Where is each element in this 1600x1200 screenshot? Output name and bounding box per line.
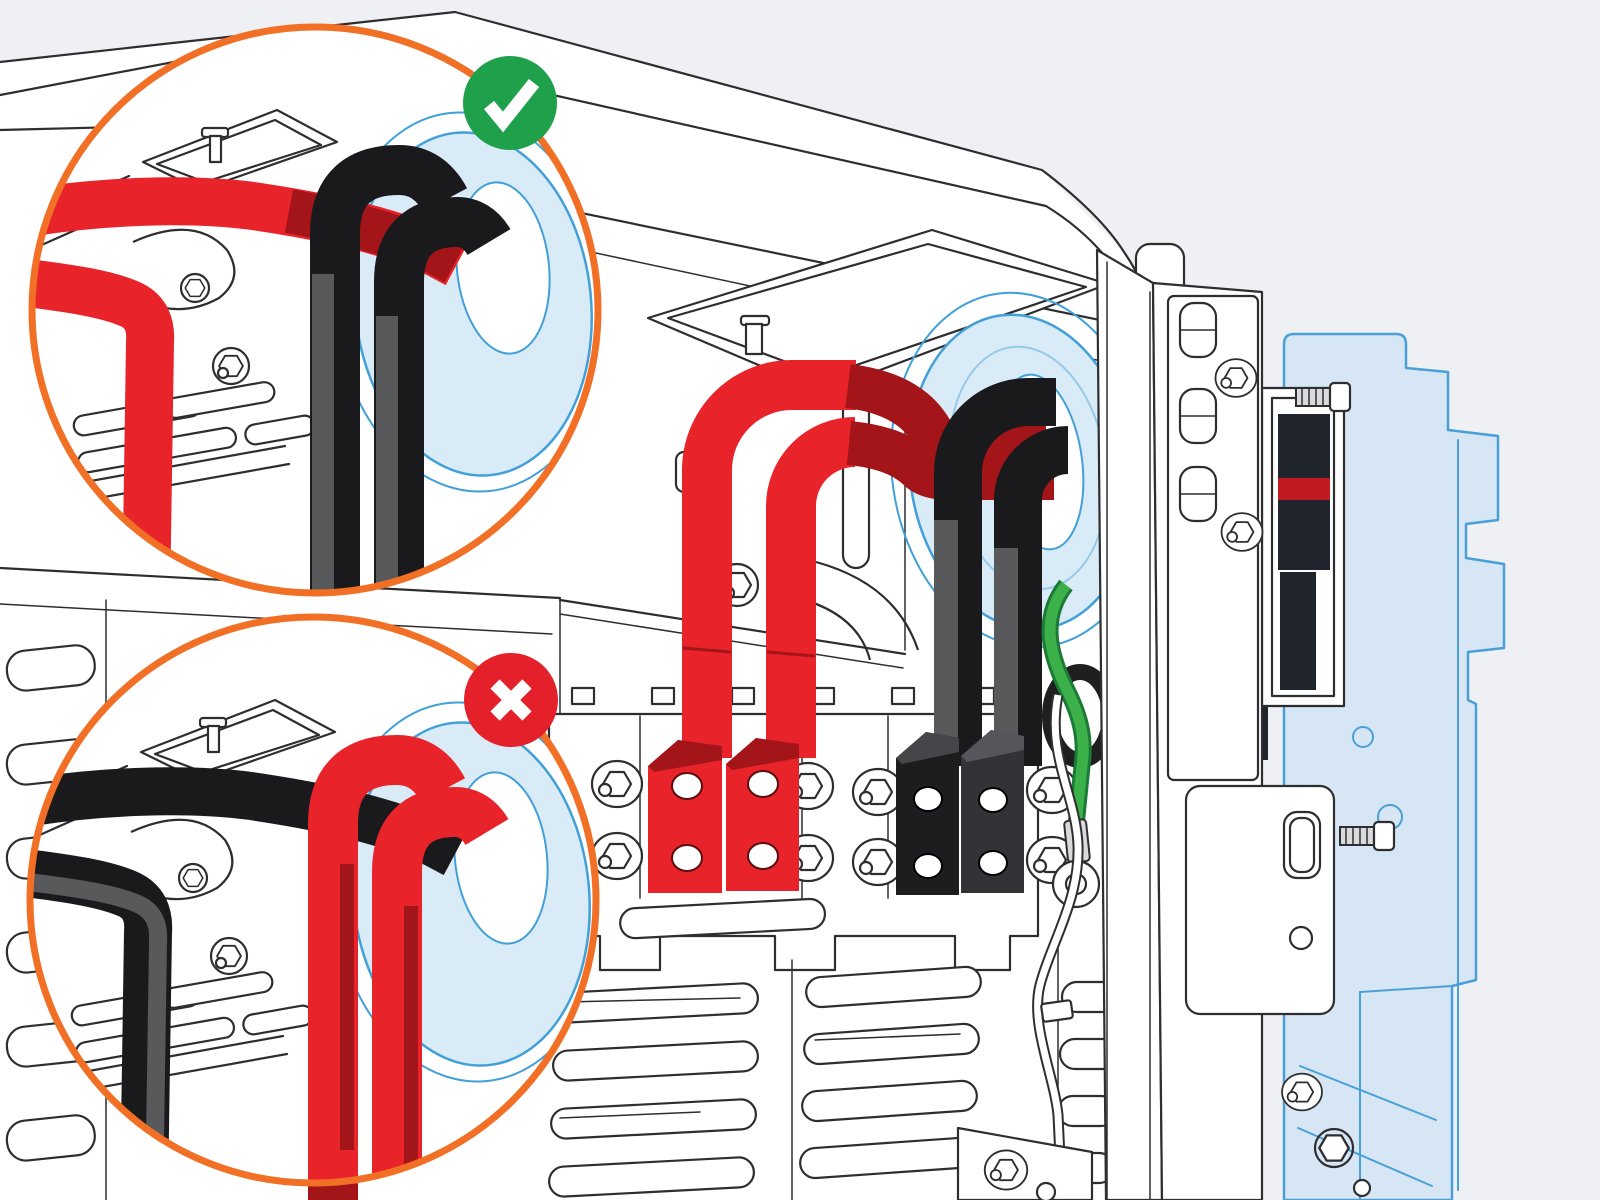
vented-panel — [547, 897, 1141, 1200]
correct-callout: ✓ — [28, 23, 602, 597]
mounting-stud-lower — [1339, 820, 1396, 852]
incorrect-callout: ✕ — [26, 613, 600, 1200]
correct-badge: ✓ — [463, 56, 557, 150]
incorrect-callout-ring — [26, 613, 600, 1187]
hinge-bolt-upper — [1216, 359, 1257, 397]
incorrect-badge: ✕ — [464, 653, 558, 747]
check-icon — [483, 78, 540, 133]
cross-icon — [490, 679, 532, 721]
signal-wire — [1032, 693, 1084, 1200]
lower-bracket — [956, 1126, 1094, 1200]
correct-callout-ring — [28, 23, 602, 597]
cable-through-opening — [1278, 478, 1330, 500]
positive-lugs — [648, 646, 816, 893]
negative-cables — [934, 378, 1070, 766]
negative-lugs — [896, 730, 1024, 895]
latch-plate — [1184, 784, 1336, 1016]
hinge-bolt-lower — [1222, 513, 1263, 551]
corner-fasteners — [1282, 1074, 1372, 1198]
mounting-stud-upper — [1295, 381, 1352, 413]
hinge-plate — [1166, 294, 1263, 782]
connector-flange — [1256, 381, 1352, 760]
